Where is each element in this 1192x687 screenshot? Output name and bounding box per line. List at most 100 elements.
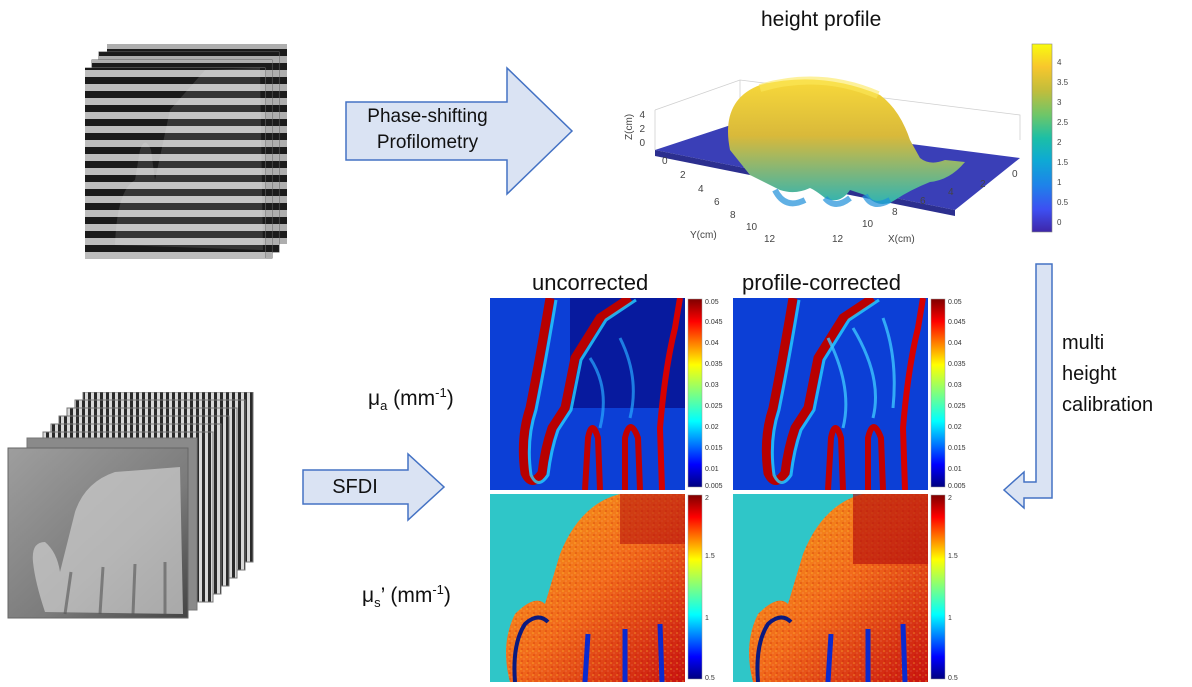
psp-label-line1: Phase-shifting bbox=[367, 106, 488, 127]
x-tick: 2 bbox=[980, 179, 986, 190]
height-colorbar: 4 3.5 3 2.5 2 1.5 1 0.5 0 bbox=[1030, 42, 1090, 237]
cb-mus-corrected-svg: 2 1.5 1 0.5 bbox=[930, 494, 958, 682]
row-label-mus: μs’ (mm-1) bbox=[362, 582, 451, 610]
mua-cb-tick: 0.015 bbox=[705, 445, 723, 452]
calibration-line2: height bbox=[1062, 363, 1117, 385]
x-tick: 12 bbox=[832, 234, 844, 245]
mus-cb-tick: 1.5 bbox=[948, 553, 958, 560]
mua-cb-tick: 0.045 bbox=[705, 319, 723, 326]
z-axis-ticks: 4 2 0 bbox=[639, 110, 645, 149]
mua-cb-tick: 0.035 bbox=[948, 361, 966, 368]
map-mus-corrected-svg bbox=[733, 494, 928, 683]
mus-subscript: s bbox=[374, 595, 381, 611]
z-tick: 2 bbox=[639, 124, 645, 135]
sfdi-label: SFDI bbox=[332, 476, 378, 498]
fringe-stack-bottom-svg bbox=[7, 391, 254, 619]
row-label-mua: μa (mm-1) bbox=[368, 385, 454, 413]
height-cb-tick: 2 bbox=[1057, 138, 1062, 147]
mus-cb-tick: 1.5 bbox=[705, 553, 715, 560]
cb-mus-uncorrected-svg: 2 1.5 1 0.5 bbox=[687, 494, 715, 682]
z-tick: 0 bbox=[639, 138, 645, 149]
mus-unit: (mm bbox=[384, 584, 433, 607]
mua-cb-tick: 0.045 bbox=[948, 319, 966, 326]
mua-cb-tick: 0.01 bbox=[705, 466, 719, 473]
fringe-stack-top-svg bbox=[84, 44, 287, 259]
height-profile-svg: 4 2 0 Z(cm) 0 2 4 6 8 10 12 Y(cm) 12 10 … bbox=[624, 76, 1021, 245]
cb-mua-uncorrected-svg: 0.05 0.045 0.04 0.035 0.03 0.025 0.02 0.… bbox=[687, 298, 723, 490]
map-mua-corrected bbox=[733, 294, 928, 491]
cb-mua-corrected: 0.05 0.045 0.04 0.035 0.03 0.025 0.02 0.… bbox=[930, 298, 968, 490]
fringe-image-stack-bottom bbox=[5, 391, 260, 622]
mua-cb-tick: 0.05 bbox=[705, 299, 719, 306]
mus-cb-tick: 0.5 bbox=[705, 675, 715, 682]
phase-shifting-arrow-shape bbox=[345, 66, 574, 196]
height-cb-tick: 1.5 bbox=[1057, 158, 1069, 167]
y-tick: 4 bbox=[698, 184, 704, 195]
mus-cb-tick: 2 bbox=[705, 495, 709, 502]
map-mus-uncorrected bbox=[490, 494, 685, 683]
mua-cb-tick: 0.03 bbox=[705, 382, 719, 389]
mua-symbol: μ bbox=[368, 387, 381, 410]
map-mua-uncorrected bbox=[490, 294, 685, 491]
x-tick: 4 bbox=[948, 187, 954, 198]
map-mus-corrected bbox=[733, 494, 928, 683]
x-tick: 8 bbox=[892, 207, 898, 218]
y-tick: 8 bbox=[730, 210, 736, 221]
mua-superscript: -1 bbox=[435, 385, 447, 400]
y-axis-ticks: 0 2 4 6 8 10 12 bbox=[662, 156, 776, 245]
cb-mua-uncorrected: 0.05 0.045 0.04 0.035 0.03 0.025 0.02 0.… bbox=[687, 298, 725, 490]
mua-subscript: a bbox=[380, 398, 388, 414]
height-profile-plot: 4 2 0 Z(cm) 0 2 4 6 8 10 12 Y(cm) 12 10 … bbox=[610, 40, 1050, 255]
mus-cb-tick: 1 bbox=[948, 615, 952, 622]
mua-cb-tick: 0.02 bbox=[705, 424, 719, 431]
mus-cb-tick: 2 bbox=[948, 495, 952, 502]
height-cb-tick: 0.5 bbox=[1057, 198, 1069, 207]
calibration-line1: multi bbox=[1062, 332, 1105, 354]
mus-symbol: μ bbox=[362, 584, 375, 607]
mus-prime: ’ bbox=[380, 584, 385, 607]
map-mua-uncorrected-svg bbox=[490, 294, 685, 491]
map-mua-corrected-svg bbox=[733, 294, 928, 491]
z-axis-label: Z(cm) bbox=[624, 114, 635, 140]
cb-mua-corrected-svg: 0.05 0.045 0.04 0.035 0.03 0.025 0.02 0.… bbox=[930, 298, 966, 490]
mua-cb-tick: 0.04 bbox=[948, 340, 962, 347]
height-profile-title: height profile bbox=[761, 8, 882, 31]
height-cb-tick: 4 bbox=[1057, 58, 1062, 67]
mua-cb-tick: 0.005 bbox=[948, 483, 966, 490]
col-header-uncorrected: uncorrected bbox=[532, 270, 649, 295]
calibration-arrow bbox=[1000, 262, 1060, 512]
height-cb-tick: 2.5 bbox=[1057, 118, 1069, 127]
mua-cb-tick: 0.02 bbox=[948, 424, 962, 431]
phase-shifting-arrow: Phase-shifting Profilometry bbox=[345, 66, 575, 196]
mus-cb-tick: 0.5 bbox=[948, 675, 958, 682]
mua-cb-tick: 0.01 bbox=[948, 466, 962, 473]
sfdi-arrow: SFDI bbox=[302, 452, 447, 522]
y-axis-label: Y(cm) bbox=[690, 230, 717, 241]
y-tick: 0 bbox=[662, 156, 668, 167]
fringe-image-stack-top bbox=[84, 40, 295, 260]
height-colorbar-svg: 4 3.5 3 2.5 2 1.5 1 0.5 0 bbox=[1031, 43, 1069, 233]
y-tick: 2 bbox=[680, 170, 686, 181]
mus-cb-tick: 1 bbox=[705, 615, 709, 622]
height-cb-tick: 1 bbox=[1057, 178, 1062, 187]
calibration-arrow-shape bbox=[1002, 263, 1053, 510]
map-mus-uncorrected-svg bbox=[490, 494, 685, 683]
mus-superscript: -1 bbox=[432, 582, 444, 597]
mua-cb-tick: 0.005 bbox=[705, 483, 723, 490]
calibration-line3: calibration bbox=[1062, 394, 1154, 416]
cb-mus-uncorrected: 2 1.5 1 0.5 bbox=[687, 494, 725, 682]
mua-cb-tick: 0.035 bbox=[705, 361, 723, 368]
z-tick: 4 bbox=[639, 110, 645, 121]
mua-unit: (mm bbox=[387, 387, 436, 410]
x-axis-ticks: 12 10 8 6 4 2 0 bbox=[832, 169, 1018, 245]
mua-close: ) bbox=[446, 387, 454, 410]
mua-cb-tick: 0.04 bbox=[705, 340, 719, 347]
height-cb-tick: 3.5 bbox=[1057, 78, 1069, 87]
height-cb-tick: 0 bbox=[1057, 218, 1062, 227]
calibration-label: multi height calibration bbox=[1062, 328, 1153, 421]
mua-cb-tick: 0.03 bbox=[948, 382, 962, 389]
x-tick: 0 bbox=[1012, 169, 1018, 180]
sfdi-arrow-shape bbox=[302, 452, 446, 522]
height-cb-tick: 3 bbox=[1057, 98, 1062, 107]
y-tick: 12 bbox=[764, 234, 776, 245]
